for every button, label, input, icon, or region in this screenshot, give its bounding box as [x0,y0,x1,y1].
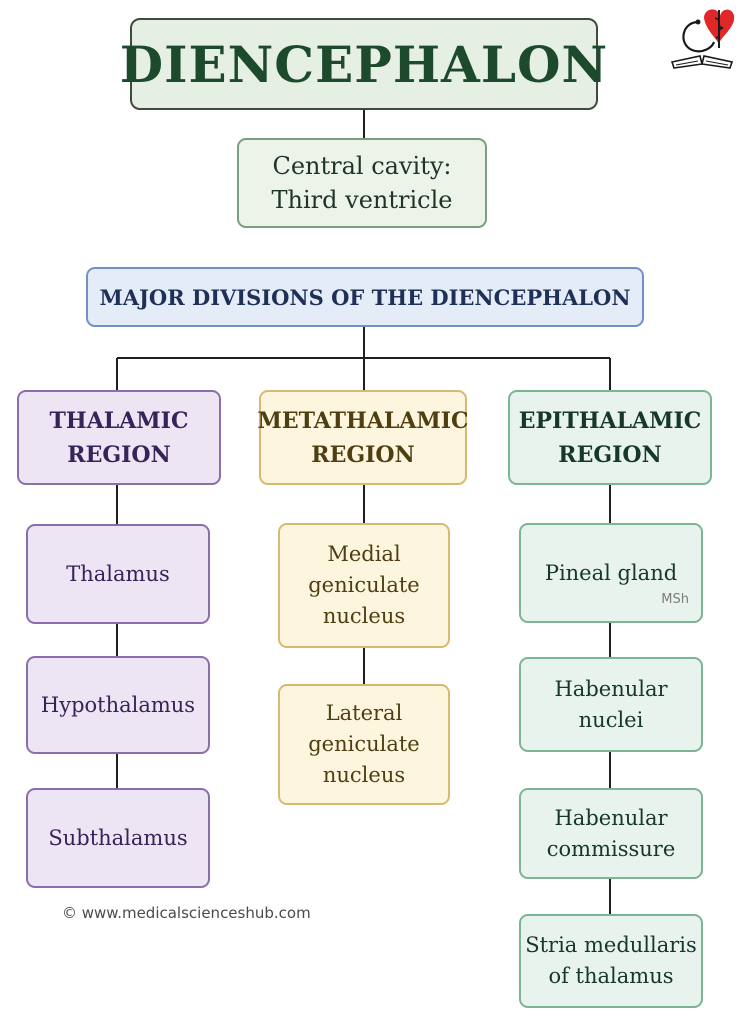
copyright-text: © www.medicalscienceshub.com [62,904,311,922]
diencephalon-title: DIENCEPHALON [120,18,607,110]
subthalamus-box: Subthalamus [26,788,210,888]
major-divisions-heading: MAJOR DIVISIONS OF THE DIENCEPHALON [86,267,644,327]
pineal-gland-label: Pineal gland [544,560,678,585]
lateral-geniculate-nucleus-box: Lateral geniculate nucleus [278,684,450,805]
pineal-gland-box: Pineal gland MSh [519,523,703,623]
heart-stethoscope-book-logo [670,9,735,69]
hypothalamus-box: Hypothalamus [26,656,210,754]
central-cavity-box: Central cavity: Third ventricle [237,138,487,228]
msh-watermark: MSh [661,592,689,607]
epithalamic-region-header: EPITHALAMIC REGION [508,390,712,485]
thalamic-region-header: THALAMIC REGION [17,390,221,485]
medial-geniculate-nucleus-box: Medial geniculate nucleus [278,523,450,648]
habenular-nuclei-box: Habenular nuclei [519,657,703,752]
thalamus-box: Thalamus [26,524,210,624]
stria-medullaris-box: Stria medullaris of thalamus [519,914,703,1008]
metathalamic-region-header: METATHALAMIC REGION [257,390,469,485]
habenular-commissure-box: Habenular commissure [519,788,703,879]
